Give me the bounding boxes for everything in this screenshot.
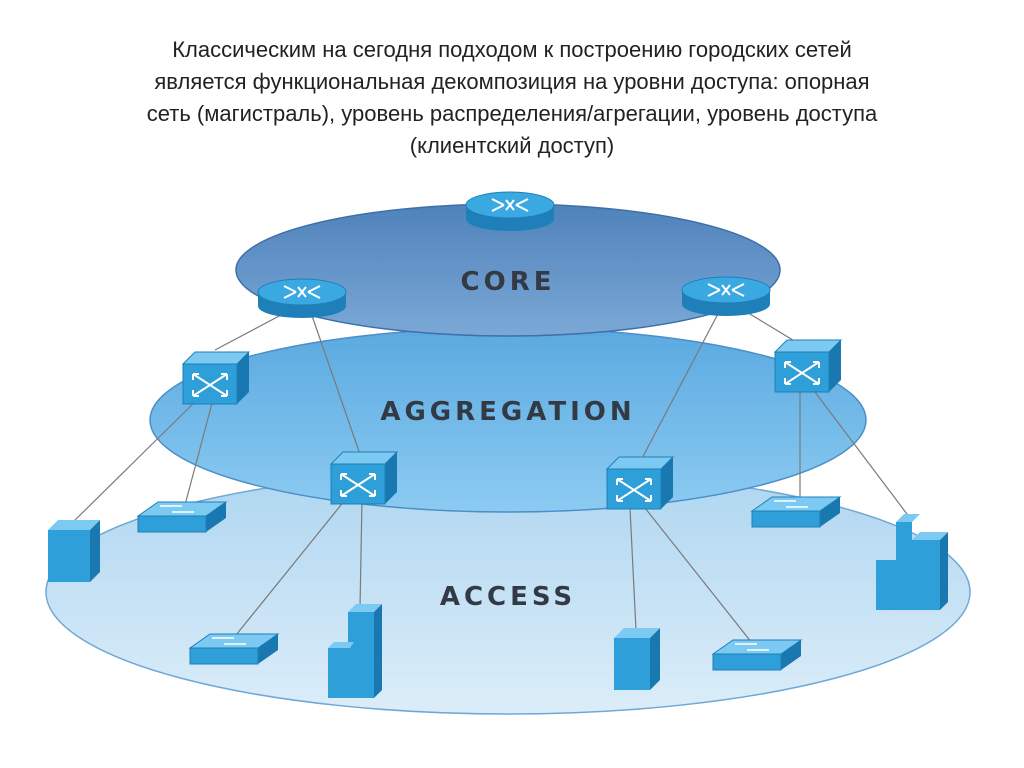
network-links xyxy=(69,304,911,644)
aggregation-label: AGGREGATION xyxy=(380,397,635,427)
router-icon xyxy=(681,276,771,316)
access-label: ACCESS xyxy=(440,582,576,612)
title-line: (клиентский доступ) xyxy=(409,133,615,158)
access-switch-icon xyxy=(188,633,280,665)
multilayer-switch-icon xyxy=(181,351,251,405)
building-icon xyxy=(48,520,100,582)
router-icon xyxy=(257,278,347,318)
building-icon xyxy=(876,514,948,610)
building-icon xyxy=(614,628,660,690)
router-icon xyxy=(465,191,555,231)
multilayer-switch-icon xyxy=(605,456,675,510)
multilayer-switch-icon xyxy=(773,339,843,393)
access-switch-icon xyxy=(711,639,803,671)
access-switch-icon xyxy=(136,501,228,533)
title-line: Классическим на сегодня подходом к постр… xyxy=(172,37,852,62)
title-line: является функциональная декомпозиция на … xyxy=(154,69,870,94)
building-icon xyxy=(328,604,382,698)
access-switch-icon xyxy=(750,496,842,528)
title-line: сеть (магистраль), уровень распределения… xyxy=(146,101,878,126)
multilayer-switch-icon xyxy=(329,451,399,505)
core-label: CORE xyxy=(461,267,556,297)
slide-title: Классическим на сегодня подходом к постр… xyxy=(60,34,964,162)
